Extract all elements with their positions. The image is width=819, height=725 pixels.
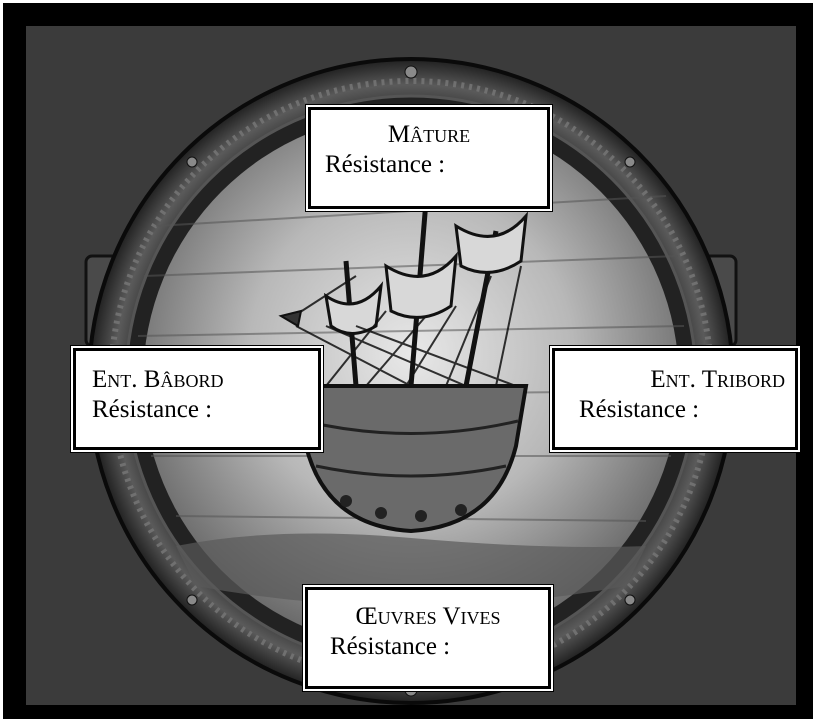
tribord-title: Ent. Tribord (555, 351, 795, 395)
oeuvres-vives-status-box[interactable]: Œuvres Vives Résistance : (306, 588, 550, 688)
mature-title: Mâture (311, 110, 547, 150)
oeuvres-vives-title: Œuvres Vives (308, 590, 548, 632)
babord-resistance-label: Résistance : (76, 395, 318, 425)
tribord-resistance-label: Résistance : (555, 395, 795, 425)
mature-resistance-label: Résistance : (311, 150, 547, 180)
screen-frame: Mâture Résistance : Ent. Bâbord Résistan… (3, 3, 813, 719)
oeuvres-vives-resistance-label: Résistance : (308, 632, 548, 662)
mature-status-box[interactable]: Mâture Résistance : (309, 108, 549, 208)
ship-status-panel: Mâture Résistance : Ent. Bâbord Résistan… (26, 26, 796, 705)
tribord-status-box[interactable]: Ent. Tribord Résistance : (553, 349, 797, 449)
babord-status-box[interactable]: Ent. Bâbord Résistance : (74, 349, 320, 449)
babord-title: Ent. Bâbord (76, 351, 318, 395)
